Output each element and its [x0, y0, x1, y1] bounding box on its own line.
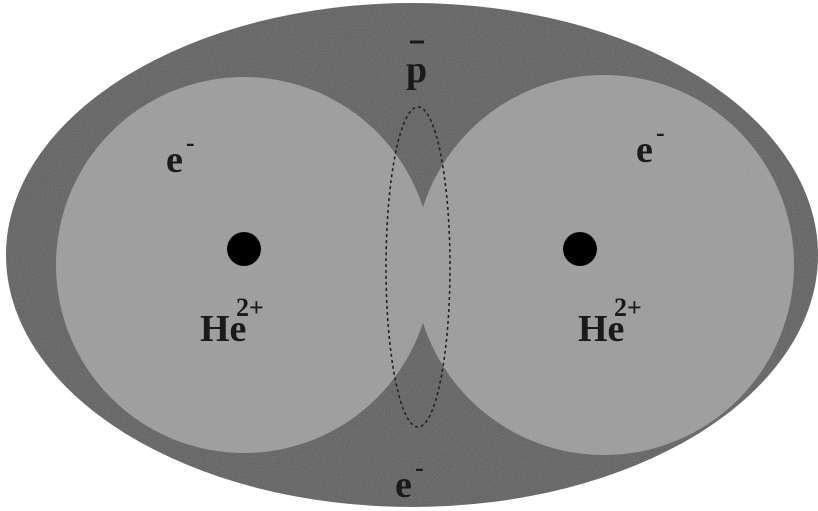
- right-helium-atom-cloud: [414, 75, 794, 455]
- left-electron-charge: -: [186, 128, 195, 157]
- antiproton-label: p: [406, 42, 427, 91]
- right-electron-charge: -: [656, 118, 665, 147]
- right-helium-charge: 2+: [614, 293, 642, 322]
- right-electron-symbol: e: [636, 129, 653, 171]
- antiproton-symbol: p: [406, 49, 427, 91]
- bottom-electron-charge: -: [415, 453, 424, 482]
- left-nucleus: [227, 232, 261, 266]
- left-helium-charge: 2+: [236, 293, 264, 322]
- bottom-electron-symbol: e: [395, 464, 412, 506]
- left-electron-symbol: e: [166, 139, 183, 181]
- right-nucleus: [563, 232, 597, 266]
